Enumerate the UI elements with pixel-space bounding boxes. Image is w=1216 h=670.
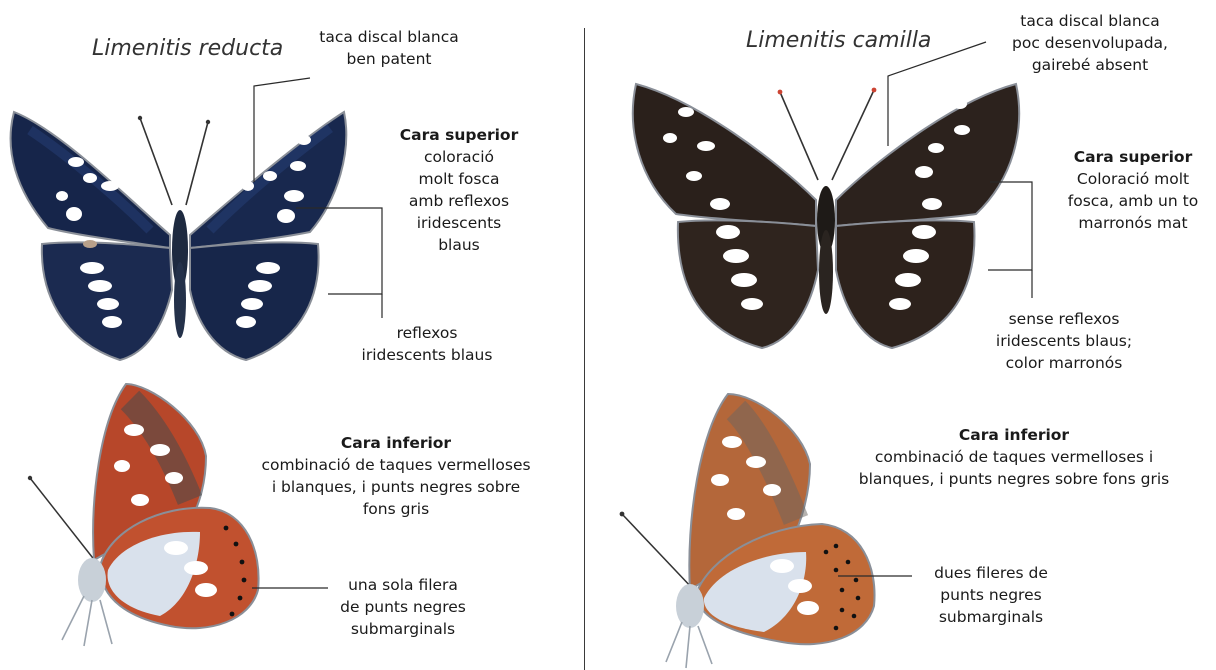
text-under-side-reducta: combinació de taques vermelloses i blanq… [236,454,556,520]
note-under-side-reducta: Cara inferior combinació de taques verme… [236,432,556,520]
note-under-side-camilla: Cara inferior combinació de taques verme… [844,424,1184,490]
leader-upper-bracket-camilla [988,182,1032,270]
text-upper-side-reducta: coloració molt fosca amb reflexos irides… [398,146,520,256]
panel-limenitis-reducta: Limenitis reducta taca discal blanca ben… [0,0,584,670]
heading-upper-side-reducta: Cara superior [398,124,520,146]
panel-divider [584,28,585,670]
leader-discal-reducta [254,78,310,182]
note-rows-reducta: una sola filera de punts negres submargi… [330,574,476,640]
species-name-camilla: Limenitis camilla [746,28,931,53]
panel-limenitis-camilla: Limenitis camilla taca discal blanca poc… [586,0,1216,670]
note-reflex-camilla: sense reflexos iridescents blaus; color … [974,308,1154,374]
heading-upper-side-camilla: Cara superior [1058,146,1208,168]
note-discal-reducta: taca discal blanca ben patent [304,26,474,70]
text-upper-side-camilla: Coloració molt fosca, amb un to marronós… [1058,168,1208,234]
note-upper-side-reducta: Cara superior coloració molt fosca amb r… [398,124,520,256]
leader-discal-camilla [888,42,986,146]
note-rows-camilla: dues fileres de punts negres submarginal… [916,562,1066,628]
note-reflex-reducta: reflexos iridescents blaus [352,322,502,366]
heading-under-side-reducta: Cara inferior [236,432,556,454]
leader-upper-bracket-reducta [296,208,382,294]
heading-under-side-camilla: Cara inferior [844,424,1184,446]
note-discal-camilla: taca discal blanca poc desenvolupada, ga… [990,10,1190,76]
text-under-side-camilla: combinació de taques vermelloses i blanq… [844,446,1184,490]
note-upper-side-camilla: Cara superior Coloració molt fosca, amb … [1058,146,1208,234]
species-name-reducta: Limenitis reducta [92,36,283,61]
